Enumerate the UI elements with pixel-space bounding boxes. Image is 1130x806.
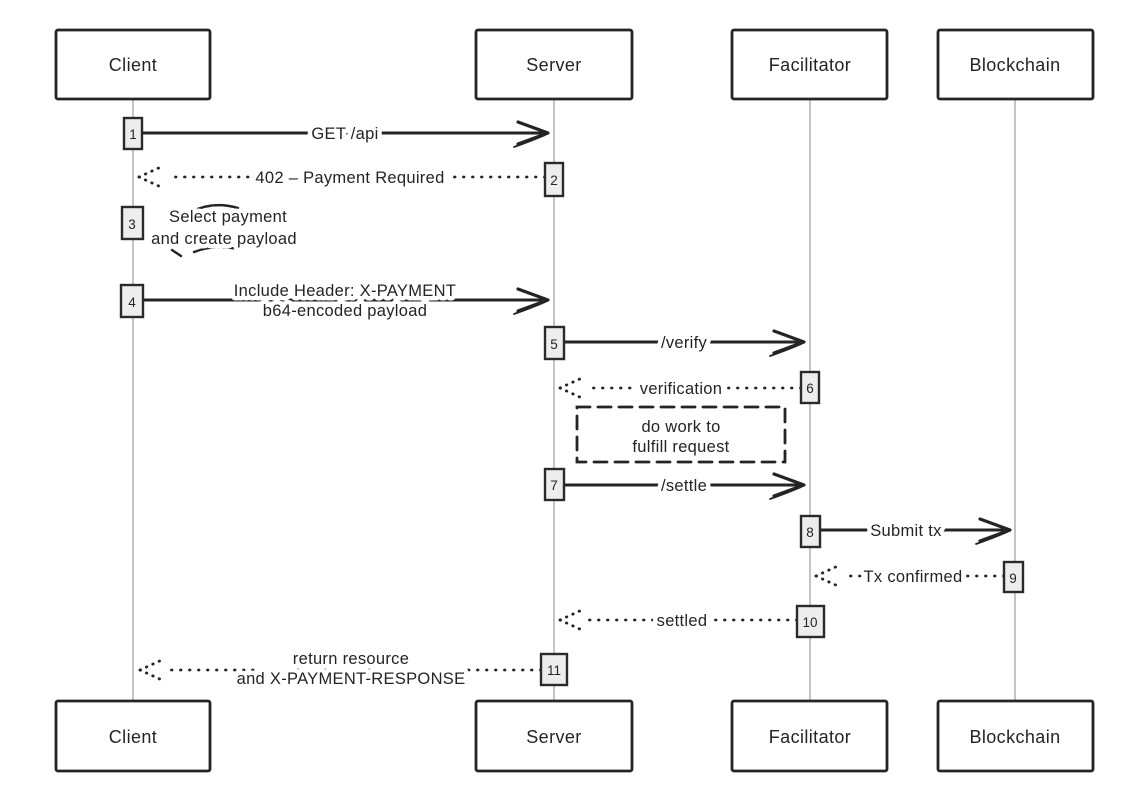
message-label: 402 – Payment Required xyxy=(255,169,444,187)
message-label: settled xyxy=(657,612,708,630)
note-line1: do work to xyxy=(641,418,720,436)
message-4-x-payment-header: 4 Include Header: X-PAYMENT b64-encoded … xyxy=(119,278,550,325)
arrowhead-right-icon xyxy=(772,472,806,498)
actor-label: Blockchain xyxy=(969,55,1060,75)
sketch-tick xyxy=(170,248,183,258)
message-11-return-resource: 11 return resource and X-PAYMENT-RESPONS… xyxy=(138,646,569,693)
step-badge xyxy=(119,283,145,319)
step-number: 3 xyxy=(128,217,136,232)
arrowhead-sketch xyxy=(513,301,546,315)
message-label: Submit tx xyxy=(870,522,942,540)
message-3-select-payment-note: 3 Select payment and create payload xyxy=(120,203,301,258)
actor-label: Server xyxy=(526,727,581,747)
actor-label: Client xyxy=(109,727,157,747)
step-number: 7 xyxy=(550,478,558,493)
message-7-settle: 7 /settle xyxy=(543,467,806,502)
sketch-arc-top xyxy=(191,203,240,213)
step-number: 2 xyxy=(550,173,558,188)
message-label-line2: and create payload xyxy=(151,230,297,248)
actor-label: Facilitator xyxy=(769,727,851,747)
step-number: 4 xyxy=(128,295,136,310)
step-badge xyxy=(543,161,565,198)
message-label-line2: and X-PAYMENT-RESPONSE xyxy=(237,670,466,688)
actor-bottom-facilitator: Facilitator xyxy=(730,699,889,773)
arrowhead-sketch xyxy=(769,486,802,500)
arrowhead-sketch xyxy=(975,531,1008,545)
message-label-line2: b64-encoded payload xyxy=(263,302,427,320)
message-2-402-payment-required: 2 402 – Payment Required xyxy=(137,161,565,198)
message-label: GET /api xyxy=(311,125,378,143)
actor-label: Server xyxy=(526,55,581,75)
step-badge xyxy=(543,325,566,361)
message-label: verification xyxy=(640,380,722,398)
message-label-line1: return resource xyxy=(293,650,409,668)
message-9-tx-confirmed: 9 Tx confirmed xyxy=(814,560,1025,594)
arrowhead-right-icon xyxy=(516,287,550,313)
step-badge xyxy=(543,467,566,502)
actor-label: Blockchain xyxy=(969,727,1060,747)
arrowhead-right-icon xyxy=(516,120,550,146)
sketch-arc-bottom xyxy=(192,245,239,254)
arrowhead-left-icon xyxy=(558,386,586,401)
step-number: 8 xyxy=(806,525,814,540)
step-badge xyxy=(122,116,144,151)
step-badge xyxy=(799,514,822,549)
message-5-verify: 5 /verify xyxy=(543,325,806,361)
step-number: 9 xyxy=(1009,571,1017,586)
arrowhead-left-icon xyxy=(137,175,165,190)
actor-box xyxy=(474,699,634,773)
message-8-submit-tx: 8 Submit tx xyxy=(799,514,1012,549)
actor-label: Client xyxy=(109,55,157,75)
step-number: 6 xyxy=(806,381,814,396)
message-6-verification: 6 verification xyxy=(558,370,821,405)
arrowhead-left-icon xyxy=(138,657,166,672)
message-10-settled: 10 settled xyxy=(558,604,826,639)
actor-box xyxy=(474,28,634,101)
arrowhead-left-icon xyxy=(138,668,166,683)
step-badge xyxy=(1002,560,1025,594)
actor-label: Facilitator xyxy=(769,55,851,75)
actor-box xyxy=(730,28,889,101)
message-label: /verify xyxy=(661,334,708,352)
arrowhead-left-icon xyxy=(137,164,165,179)
step-number: 11 xyxy=(547,663,561,678)
actor-box xyxy=(730,699,889,773)
arrowhead-left-icon xyxy=(814,563,842,578)
actor-box xyxy=(936,28,1095,101)
actor-bottom-server: Server xyxy=(474,699,634,773)
actor-top-blockchain: Blockchain xyxy=(936,28,1095,101)
arrowhead-sketch xyxy=(769,343,802,357)
arrowhead-left-icon xyxy=(558,375,586,390)
message-1-get-api: 1 GET /api xyxy=(122,116,550,151)
step-badge xyxy=(120,205,145,241)
step-badge xyxy=(539,652,569,687)
message-label: /settle xyxy=(661,477,707,495)
actor-top-client: Client xyxy=(54,28,212,101)
arrowhead-left-icon xyxy=(558,607,586,622)
note-box-do-work: do work to fulfill request xyxy=(575,405,787,464)
actor-bottom-blockchain: Blockchain xyxy=(936,699,1095,773)
actor-box xyxy=(54,699,212,773)
step-badge xyxy=(799,370,821,405)
arrowhead-right-icon xyxy=(772,329,806,355)
arrowhead-left-icon xyxy=(814,574,842,589)
actor-top-server: Server xyxy=(474,28,634,101)
message-label-line1: Select payment xyxy=(169,208,287,226)
arrowhead-sketch xyxy=(513,134,546,148)
dashed-box xyxy=(575,405,787,464)
step-number: 10 xyxy=(802,615,817,630)
step-number: 1 xyxy=(129,127,137,142)
actor-box xyxy=(54,28,212,101)
note-line2: fulfill request xyxy=(632,438,729,456)
actor-top-facilitator: Facilitator xyxy=(730,28,889,101)
message-label-line1: Include Header: X-PAYMENT xyxy=(234,282,456,300)
actor-box xyxy=(936,699,1095,773)
step-badge xyxy=(795,604,826,639)
message-label: Tx confirmed xyxy=(864,568,963,586)
actor-bottom-client: Client xyxy=(54,699,212,773)
arrowhead-left-icon xyxy=(558,618,586,633)
step-number: 5 xyxy=(550,337,558,352)
arrowhead-right-icon xyxy=(978,517,1012,543)
